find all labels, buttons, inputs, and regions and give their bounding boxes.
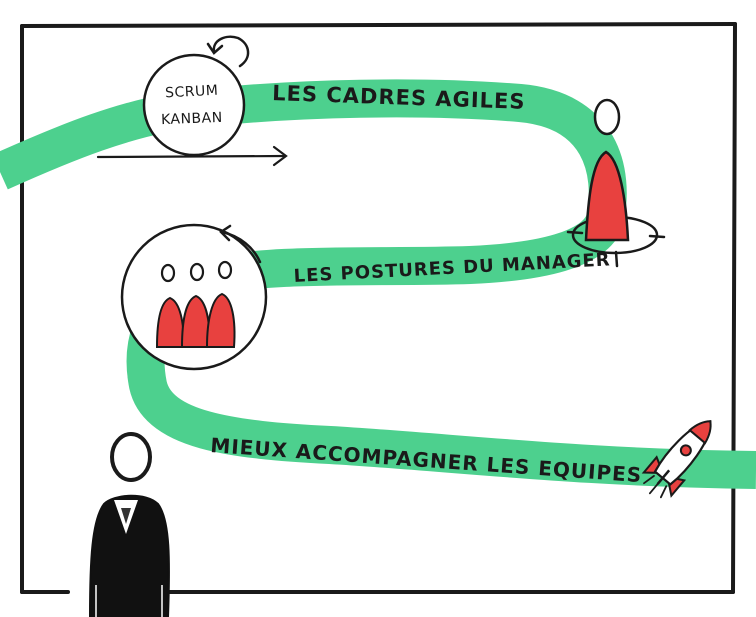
timeline-arrow-icon — [96, 145, 288, 167]
cycle-arrow-icon — [206, 35, 250, 68]
scrum-label: SCRUM — [165, 83, 219, 102]
journey-path — [0, 79, 756, 489]
kanban-label: KANBAN — [161, 110, 223, 128]
scrum-kanban-circle: SCRUM KANBAN — [96, 35, 288, 167]
cycle-arrow-icon — [219, 224, 262, 264]
person-head — [593, 98, 621, 136]
target-icon — [566, 98, 666, 268]
whiteboard-frame — [20, 22, 737, 594]
manager-figure-icon — [88, 432, 170, 617]
person-body — [584, 150, 630, 242]
team-icon — [155, 260, 236, 348]
rocket-icon — [641, 420, 712, 499]
team-circle — [120, 223, 268, 371]
